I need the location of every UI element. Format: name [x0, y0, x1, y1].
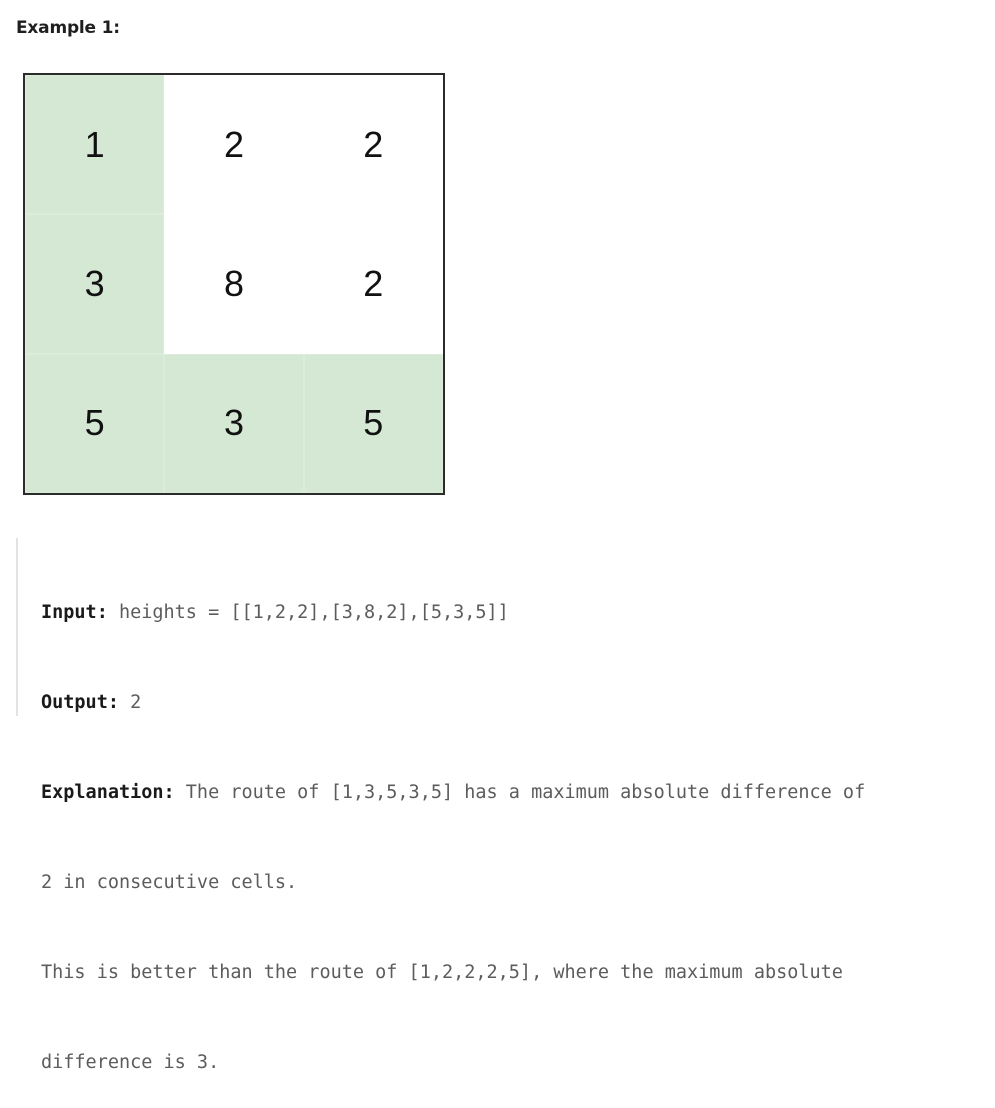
output-label: Output:: [41, 692, 119, 713]
grid-cell-r0-c0: 1: [25, 75, 165, 215]
grid-cell-r1-c0: 3: [25, 214, 165, 354]
output-value: 2: [118, 692, 142, 713]
grid-cell-r2-c2: 5: [303, 353, 443, 493]
explanation-line-4: difference is 3.: [41, 1052, 220, 1073]
explanation-text-1: The route of [1,3,5,3,5] has a maximum a…: [174, 782, 866, 803]
input-label: Input:: [41, 602, 108, 623]
grid-cell-r0-c1: 2: [223, 123, 244, 165]
explanation-line-1: Explanation: The route of [1,3,5,3,5] ha…: [41, 778, 986, 808]
heights-grid: 1 2 2 3 8 2 5 3 5: [23, 73, 445, 495]
grid-cell-r0-c2: 2: [363, 123, 384, 165]
explanation-line-2: 2 in consecutive cells.: [41, 872, 298, 893]
explanation-line-3: This is better than the route of [1,2,2,…: [41, 962, 843, 983]
example-heading: Example 1:: [16, 18, 120, 38]
input-line: Input: heights = [[1,2,2],[3,8,2],[5,3,5…: [41, 598, 986, 628]
grid-cell-r1-c1: 8: [223, 262, 244, 304]
grid-cell-r2-c1: 3: [164, 353, 304, 493]
example-io-block: Input: heights = [[1,2,2],[3,8,2],[5,3,5…: [16, 538, 986, 1073]
input-value: heights = [[1,2,2],[3,8,2],[5,3,5]]: [107, 602, 509, 623]
grid-cell-r2-c0: 5: [25, 353, 165, 493]
grid-cell-r1-c2: 2: [363, 262, 384, 304]
output-line: Output: 2: [41, 688, 986, 718]
explanation-label: Explanation:: [41, 782, 175, 803]
